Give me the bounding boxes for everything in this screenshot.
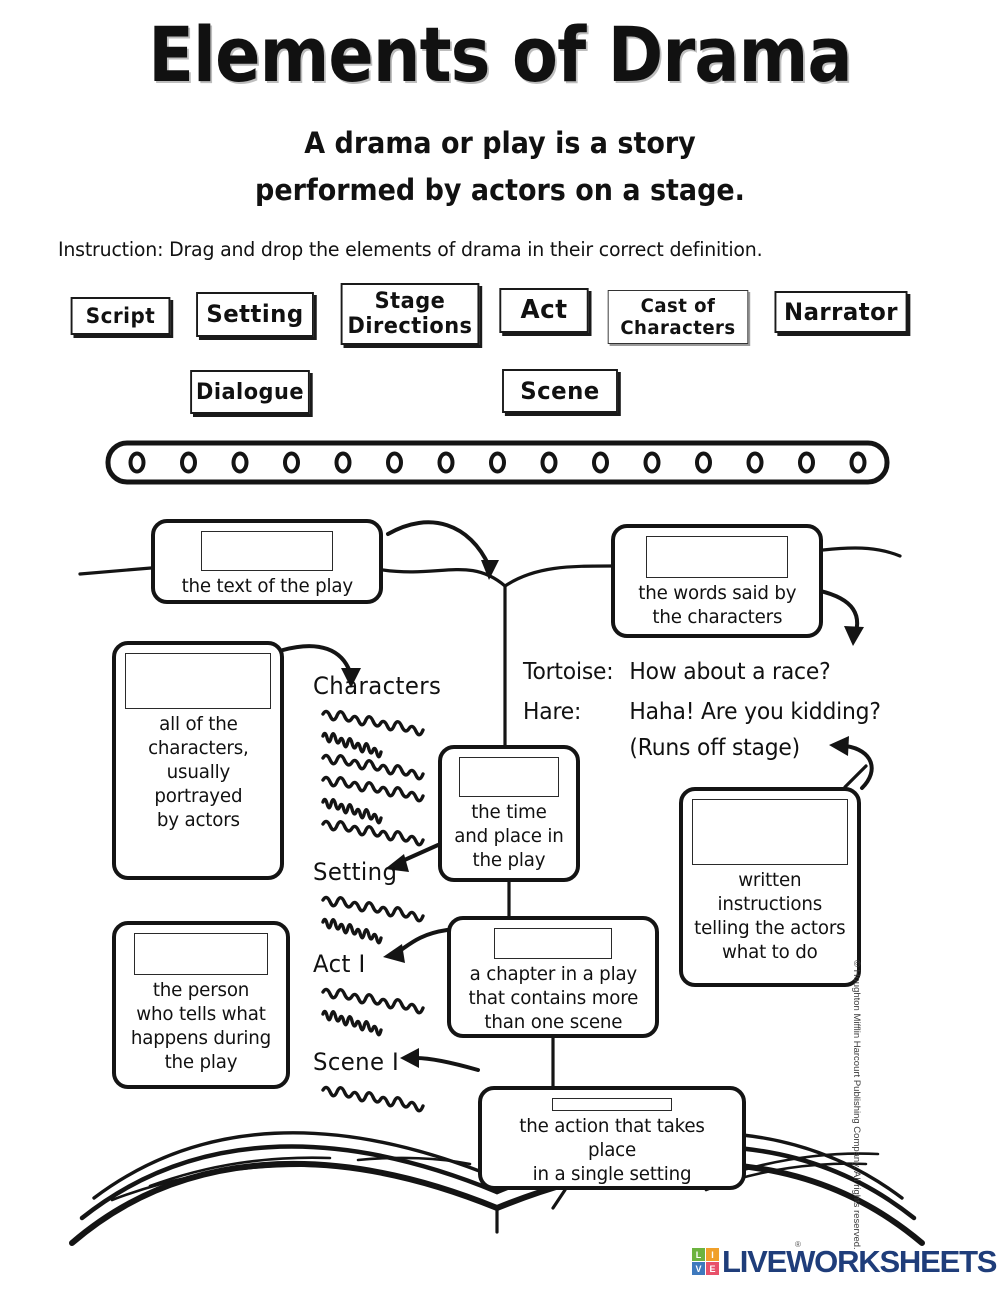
- chip-label: Scene: [520, 376, 600, 405]
- logo-tile-i: I: [706, 1248, 719, 1261]
- act-definition: a chapter in a play that contains more t…: [468, 963, 638, 1033]
- cast-of-characters-definition: all of the characters, usually portrayed…: [147, 713, 249, 831]
- page-subtitle: A drama or play is a story performed by …: [35, 120, 965, 214]
- cast-of-characters-card: all of the characters, usually portrayed…: [112, 641, 284, 880]
- scene-label: Scene I: [313, 1048, 400, 1076]
- word-bank-chip-setting[interactable]: Setting: [196, 292, 314, 337]
- setting-label: Setting: [313, 858, 398, 886]
- narrator-card: the person who tells what happens during…: [112, 921, 290, 1089]
- word-bank-chip-narrator[interactable]: Narrator: [774, 291, 908, 333]
- script-excerpt-line-2: Hare: Haha! Are you kidding?: [523, 699, 881, 725]
- script-dialogue: (Runs off stage): [629, 735, 800, 761]
- stage-directions-card: written instructions telling the actors …: [679, 787, 861, 987]
- setting-card: the time and place in the play: [438, 745, 580, 882]
- script-dropzone[interactable]: [201, 531, 333, 571]
- logo-tile-l: L: [692, 1248, 705, 1261]
- chip-label: Stage Directions: [347, 289, 473, 339]
- chip-label: Setting: [206, 300, 304, 328]
- setting-dropzone[interactable]: [459, 757, 559, 797]
- stage-directions-definition: written instructions telling the actors …: [694, 869, 846, 963]
- subtitle-line-1: A drama or play is a story: [304, 126, 696, 160]
- script-dialogue: Haha! Are you kidding?: [629, 699, 881, 725]
- scene-card: the action that takes place in a single …: [478, 1086, 746, 1190]
- copyright-notice: © Houghton Mifflin Harcourt Publishing C…: [851, 960, 862, 1250]
- dialogue-card: the words said by the characters: [611, 524, 823, 638]
- stage-directions-dropzone[interactable]: [692, 799, 848, 865]
- chip-label: Cast of Characters: [620, 295, 736, 339]
- act-label: Act I: [313, 950, 366, 978]
- chip-label: Narrator: [784, 297, 898, 326]
- characters-label: Characters: [313, 672, 442, 700]
- script-card: the text of the play: [151, 519, 383, 604]
- cast-of-characters-dropzone[interactable]: [125, 653, 271, 709]
- narrator-dropzone[interactable]: [134, 933, 268, 975]
- scene-definition: the action that takes place in a single …: [519, 1115, 705, 1185]
- word-bank-chip-dialogue[interactable]: Dialogue: [190, 370, 310, 414]
- narrator-definition: the person who tells what happens during…: [130, 979, 272, 1073]
- page-title: Elements of Drama: [148, 10, 852, 99]
- chip-label: Act: [520, 295, 568, 325]
- script-speaker: Hare:: [523, 699, 582, 725]
- dialogue-definition: the words said by the characters: [637, 582, 797, 628]
- registered-mark: ®: [795, 1240, 801, 1249]
- act-dropzone[interactable]: [494, 928, 612, 959]
- word-bank-chip-stage-directions[interactable]: Stage Directions: [340, 283, 480, 345]
- liveworksheets-wordmark: LIVEWORKSHEETS: [722, 1244, 997, 1279]
- word-bank-chip-cast-of-characters[interactable]: Cast of Characters: [607, 290, 749, 344]
- spiral-binder-icon: [105, 440, 890, 485]
- act-card: a chapter in a play that contains more t…: [447, 916, 659, 1038]
- dialogue-dropzone[interactable]: [646, 536, 788, 578]
- chip-label: Script: [85, 304, 156, 328]
- script-excerpt-line-1: Tortoise: How about a race?: [523, 659, 831, 685]
- chip-label: Dialogue: [196, 379, 304, 405]
- setting-definition: the time and place in the play: [454, 801, 564, 871]
- script-definition: the text of the play: [181, 575, 353, 597]
- word-bank-chip-act[interactable]: Act: [499, 288, 589, 333]
- word-bank-chip-script[interactable]: Script: [70, 297, 171, 335]
- script-dialogue: How about a race?: [629, 659, 831, 685]
- logo-tile-e: E: [706, 1262, 719, 1275]
- script-excerpt-line-3: (Runs off stage): [523, 735, 800, 761]
- script-speaker: Tortoise:: [523, 659, 614, 685]
- scene-dropzone[interactable]: [552, 1098, 672, 1111]
- instruction-text: Instruction: Drag and drop the elements …: [58, 238, 763, 261]
- word-bank-chip-scene[interactable]: Scene: [502, 369, 618, 413]
- logo-tile-v: V: [692, 1262, 705, 1275]
- subtitle-line-2: performed by actors on a stage.: [255, 173, 745, 207]
